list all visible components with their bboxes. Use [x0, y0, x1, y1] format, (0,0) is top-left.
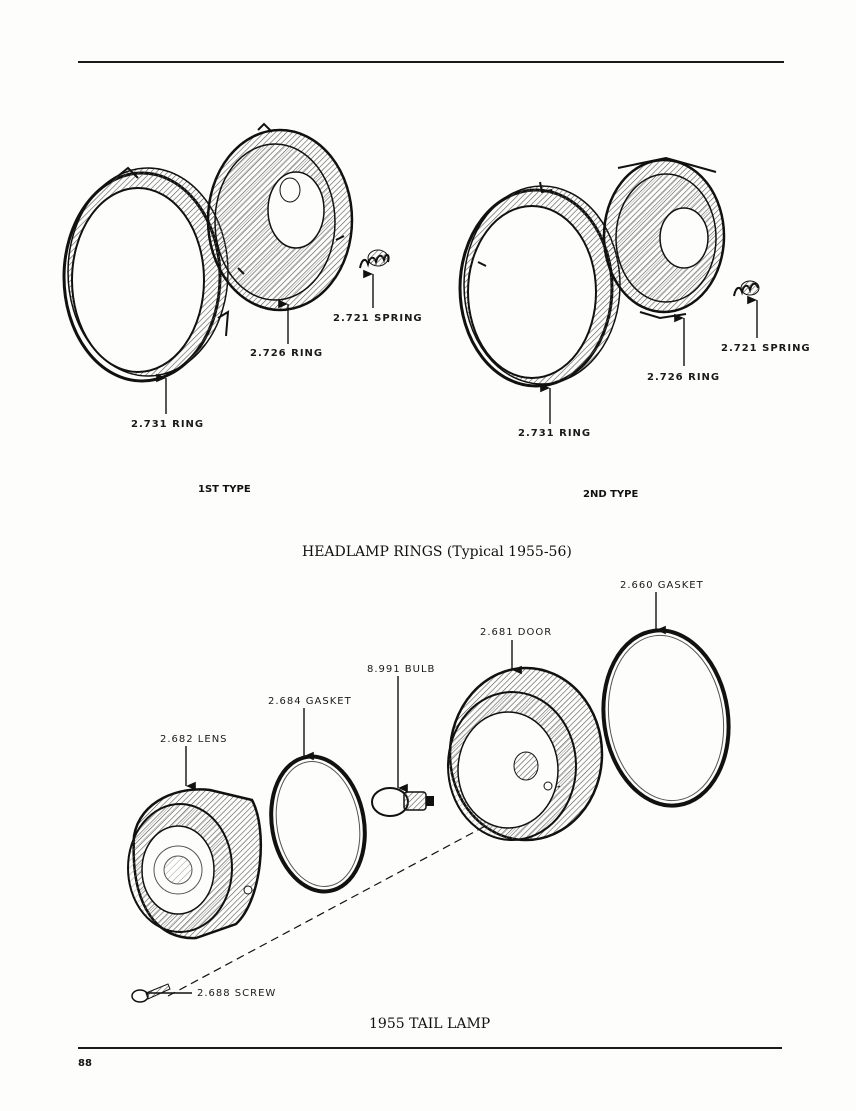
bulb-8991 — [371, 787, 434, 817]
ring-2731-second-type — [458, 181, 621, 388]
bottom-rule — [78, 1047, 782, 1049]
callout-spring-second-type: 2.721 SPRING — [721, 343, 811, 354]
headlamp-caption: HEADLAMP RINGS (Typical 1955-56) — [302, 544, 572, 560]
callout-ring-outer-second-type: 2.731 RING — [518, 428, 592, 439]
page-number: 88 — [78, 1058, 92, 1069]
ring-2731-first-type — [62, 166, 230, 383]
second-type-label: 2ND TYPE — [583, 489, 639, 500]
callout-door: 2.681 DOOR — [480, 627, 553, 638]
top-rule — [78, 61, 784, 63]
screw-2688 — [131, 983, 171, 1003]
callout-ring-inner-second-type: 2.726 RING — [647, 372, 721, 383]
door-2681 — [447, 666, 604, 842]
ring-2726-second-type — [602, 156, 726, 320]
callout-gasket-outer: 2.660 GASKET — [620, 580, 704, 591]
lens-2682 — [127, 788, 262, 940]
callout-screw: 2.688 SCREW — [197, 988, 277, 999]
callout-spring-first-type: 2.721 SPRING — [333, 313, 423, 324]
tail-lamp-caption: 1955 TAIL LAMP — [369, 1016, 491, 1032]
gasket-2684 — [269, 754, 367, 894]
first-type-label: 1ST TYPE — [198, 484, 251, 495]
ring-2726-first-type — [206, 122, 354, 312]
callout-ring-outer-first-type: 2.731 RING — [131, 419, 205, 430]
spring-2721-first-type — [359, 249, 390, 269]
spring-2721-second-type — [733, 280, 760, 297]
callout-lens: 2.682 LENS — [160, 734, 228, 745]
callout-bulb: 8.991 BULB — [367, 664, 436, 675]
callout-gasket-inner: 2.684 GASKET — [268, 696, 352, 707]
gasket-2660 — [601, 628, 731, 808]
callout-ring-inner-first-type: 2.726 RING — [250, 348, 324, 359]
